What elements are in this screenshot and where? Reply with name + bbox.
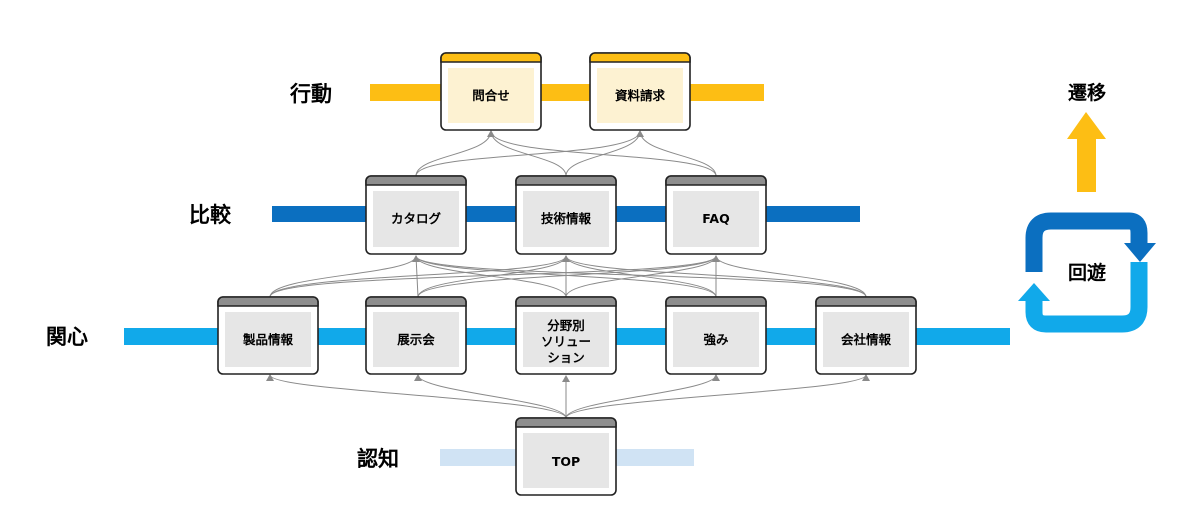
level-label-awareness: 認知 <box>357 447 399 471</box>
connector-exhibition-catalog <box>415 255 419 298</box>
connector-tech-request <box>565 130 644 177</box>
legend-label-transition: 遷移 <box>1068 81 1106 104</box>
page-label-product-info: 製品情報 <box>242 332 294 347</box>
page-label-inquiry: 問合せ <box>472 88 510 103</box>
connector-top-company <box>565 374 870 419</box>
page-label-catalog: カタログ <box>391 211 442 226</box>
connector-faq-inquiry <box>490 130 717 177</box>
page-label-exhibition: 展示会 <box>397 332 435 347</box>
connector-catalog-inquiry <box>415 130 495 177</box>
connectors <box>266 130 870 419</box>
connector-top-strength <box>565 374 720 419</box>
page-label-top: TOP <box>552 454 580 469</box>
page-catalog: カタログ <box>365 175 467 255</box>
connector-product-catalog <box>269 255 420 298</box>
band-action <box>370 84 764 101</box>
page-inquiry: 問合せ <box>440 52 542 131</box>
page-tech-info: 技術情報 <box>515 175 617 255</box>
level-label-action: 行動 <box>289 82 332 106</box>
page-document-request: 資料請求 <box>589 52 691 131</box>
connector-product-tech <box>269 255 567 298</box>
page-label-company-info: 会社情報 <box>841 332 892 347</box>
page-top: TOP <box>515 417 617 496</box>
page-label-tech-info: 技術情報 <box>541 211 592 226</box>
legend-label-circulation: 回遊 <box>1068 261 1106 284</box>
connector-top-exhibition <box>414 374 567 419</box>
page-strength: 強み <box>665 296 767 375</box>
connector-solution-catalog <box>415 255 567 298</box>
page-label-solution-line1: 分野別 <box>547 318 585 333</box>
level-label-compare: 比較 <box>189 203 232 227</box>
transition-arrow-icon <box>1067 112 1106 192</box>
connector-company-faq <box>712 255 867 298</box>
connector-top-product <box>266 374 567 419</box>
connector-company-catalog <box>415 255 867 298</box>
page-label-document-request: 資料請求 <box>615 88 666 103</box>
page-label-faq: FAQ <box>702 211 729 226</box>
page-product-info: 製品情報 <box>217 296 319 375</box>
page-label-solution-line2: ソリュー <box>541 334 591 349</box>
connector-strength-tech <box>565 255 717 298</box>
connector-strength-catalog <box>415 255 717 298</box>
page-solution: 分野別 ソリュー ション <box>515 296 617 375</box>
connector-tech-inquiry <box>490 130 567 177</box>
connector-product-faq <box>269 255 717 298</box>
connector-company-tech <box>565 255 867 298</box>
page-label-solution-line3: ション <box>547 350 585 365</box>
page-label-strength: 強み <box>703 332 729 347</box>
page-faq: FAQ <box>665 175 767 255</box>
level-label-interest: 関心 <box>46 325 88 349</box>
circulation-cycle-icon <box>1018 212 1156 333</box>
page-exhibition: 展示会 <box>365 296 467 375</box>
page-company-info: 会社情報 <box>815 296 917 375</box>
connector-faq-request <box>639 130 717 177</box>
